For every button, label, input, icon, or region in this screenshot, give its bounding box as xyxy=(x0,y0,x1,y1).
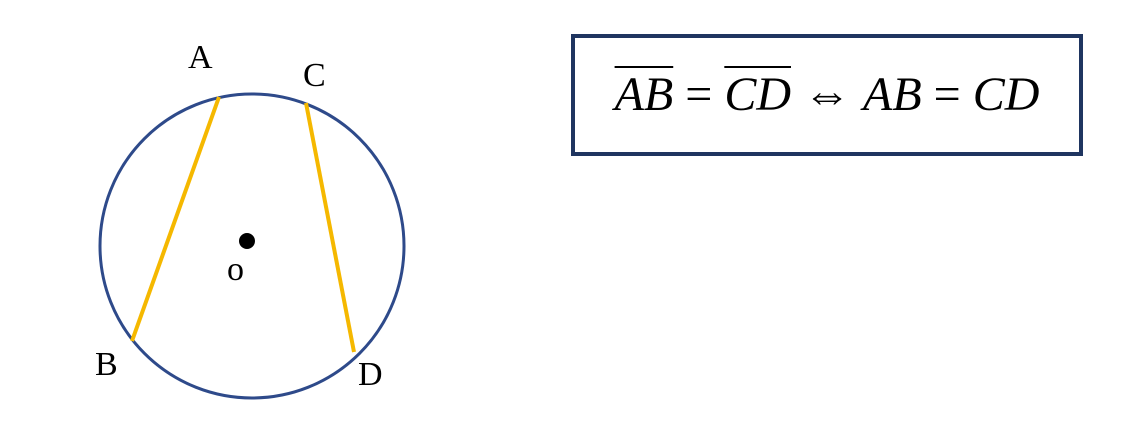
iff-symbol: ⇔ xyxy=(803,68,851,121)
chord-cd xyxy=(304,102,356,353)
point-label-o: o xyxy=(227,251,244,288)
formula-box: AB = CD ⇔ AB = CD xyxy=(571,34,1083,156)
center-point xyxy=(239,233,255,249)
arc-cd: CD xyxy=(724,68,791,121)
circle xyxy=(98,92,406,400)
formula: AB = CD ⇔ AB = CD xyxy=(615,71,1040,119)
chord-ab xyxy=(130,96,221,342)
arc-ab: AB xyxy=(614,68,674,121)
chord-cd-text: CD xyxy=(972,68,1040,121)
point-label-d: D xyxy=(358,356,383,393)
point-label-b: B xyxy=(95,346,118,383)
point-label-a: A xyxy=(188,39,213,76)
equals-sign-2: = xyxy=(933,68,961,121)
equals-sign: = xyxy=(685,68,713,121)
chord-ab-text: AB xyxy=(863,68,922,121)
point-label-c: C xyxy=(303,57,326,94)
